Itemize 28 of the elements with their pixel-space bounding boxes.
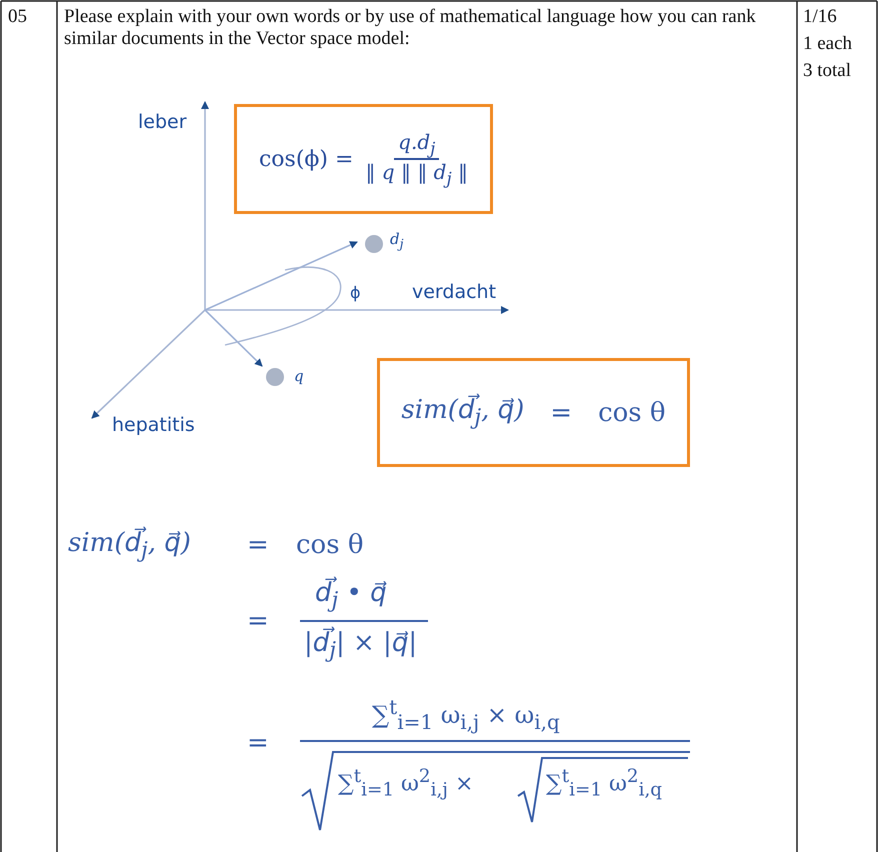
formula-text: cos θ xyxy=(598,398,666,428)
axis-label: hepatitis xyxy=(112,414,195,436)
equals-sign: = xyxy=(550,398,572,428)
question-text: Please explain with your own words or by use of mathematical language how you can rank similar documents in the Vector space model: xyxy=(64,6,757,50)
points-text: 1 each xyxy=(803,33,852,55)
equals-sign: = xyxy=(247,530,269,560)
question-number: 05 xyxy=(8,6,27,28)
fraction-denominator: |d⃗$_{j}$| × |q⃗| xyxy=(304,628,418,664)
fraction-denominator: ∑$^{t}$$_{i=1}$ ω$^{2}$$_{i,j}$ × xyxy=(338,766,474,801)
axis-label: leber xyxy=(138,111,187,133)
equals-sign: = xyxy=(247,606,269,636)
fraction-numerator: ∑$^{t}$$_{i=1}$ ω$_{i,j}$ × ω$_{i,q}$ xyxy=(372,695,560,734)
fraction-denominator: ‖ q ‖ ‖ d$_{j}$ ‖ xyxy=(365,160,468,188)
equals-sign: = xyxy=(247,728,269,758)
formula-box xyxy=(377,358,690,467)
points-text: 1/16 xyxy=(803,6,837,28)
fraction-numerator: q.d$_{j}$ xyxy=(394,130,440,160)
angle-label: ϕ xyxy=(350,283,361,302)
vector-label: q xyxy=(294,367,304,385)
points-text: 3 total xyxy=(803,60,852,82)
formula-box xyxy=(234,104,493,214)
fraction-numerator: d⃗$_{j}$ • q⃗ xyxy=(315,578,387,614)
formula-text: cos(ϕ) = xyxy=(258,146,354,172)
formula-text: sim(d⃗$_{j}$, q⃗) xyxy=(401,394,524,430)
axis-label: verdacht xyxy=(412,281,496,303)
formula-text: cos θ xyxy=(296,530,364,560)
formula-text: sim(d⃗$_{j}$, q⃗) xyxy=(68,528,191,564)
vector-label: d$_{j}$ xyxy=(390,230,404,251)
